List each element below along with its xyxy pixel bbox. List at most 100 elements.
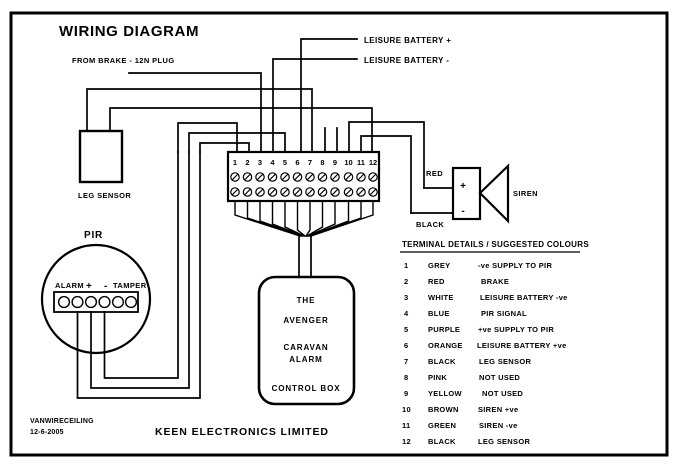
drawing-reference: VANWIRECEILING: [30, 418, 94, 425]
pir-terminal-hole: [111, 295, 125, 309]
terminal-table-colour: BLACK: [428, 357, 456, 366]
wire-from-brake: [128, 72, 262, 153]
terminal-table-colour: RED: [428, 277, 445, 286]
terminal-screw: [292, 172, 303, 182]
terminal-table-colour: PINK: [428, 373, 447, 382]
terminal-table-function: +ve SUPPLY TO PIR: [478, 325, 554, 334]
terminal-number: 11: [357, 158, 365, 167]
terminal-table-colour: BROWN: [428, 405, 459, 414]
pir-terminal-hole: [98, 295, 111, 309]
terminal-number: 8: [320, 158, 324, 167]
wire-leisure-battery-positive: [300, 38, 358, 153]
wire-pir-alarm: [76, 151, 201, 399]
pir-terminal-hole: [124, 295, 138, 309]
terminal-block-body: [226, 150, 381, 203]
terminal-screw: [343, 187, 354, 197]
terminal-table-function: LEISURE BATTERY -ve: [480, 293, 568, 302]
table-row: 11 GREEN SIREN -ve: [402, 421, 517, 430]
wire-pir-plus: [90, 151, 190, 389]
pir-label: PIR: [84, 230, 103, 241]
terminal-screw: [356, 187, 366, 197]
pir-body: [40, 243, 152, 355]
table-row: 9 YELLOW NOT USED: [404, 389, 523, 398]
terminal-table-function: SIREN +ve: [478, 405, 518, 414]
terminal-table-colour: BLACK: [428, 437, 456, 446]
terminal-table-number: 12: [402, 437, 411, 446]
terminal-screw: [317, 172, 328, 182]
leg-sensor-body: [78, 129, 124, 184]
control-box-line-4: ALARM: [289, 355, 322, 364]
from-brake-label: FROM BRAKE - 12N PLUG: [72, 56, 175, 65]
drawing-date: 12-6-2005: [30, 429, 64, 436]
siren-positive-terminal-label: +: [460, 181, 466, 192]
siren-negative-terminal-label: -: [461, 206, 464, 217]
terminal-number: 3: [258, 158, 262, 167]
terminal-number: 10: [344, 158, 352, 167]
wire-leg-sensor-b: [109, 107, 373, 153]
pir-alarm-label: ALARM: [55, 281, 84, 290]
page-title: WIRING DIAGRAM: [59, 23, 199, 40]
terminal-table-number: 1: [404, 261, 408, 270]
terminal-screw: [368, 187, 378, 197]
table-row: 5 PURPLE +ve SUPPLY TO PIR: [404, 325, 554, 334]
terminal-table-number: 11: [402, 421, 411, 430]
terminal-table-number: 2: [404, 277, 408, 286]
leisure-battery-negative-label: LEISURE BATTERY -: [364, 56, 449, 65]
terminal-number: 7: [308, 158, 312, 167]
pir-plus-label: +: [86, 281, 92, 292]
terminal-table-function: LEG SENSOR: [478, 437, 530, 446]
table-row: 3 WHITE LEISURE BATTERY -ve: [404, 293, 568, 302]
terminal-screw: [305, 172, 315, 182]
terminal-screw: [267, 187, 278, 197]
terminal-screw: [330, 187, 340, 197]
terminal-table-colour: BLUE: [428, 309, 450, 318]
siren-body: [451, 166, 482, 221]
table-row: 8 PINK NOT USED: [404, 373, 520, 382]
terminal-table-function: LEG SENSOR: [479, 357, 531, 366]
terminal-screw: [242, 172, 253, 182]
terminal-number: 6: [295, 158, 299, 167]
terminal-number: 2: [245, 158, 249, 167]
siren-label: SIREN: [513, 189, 538, 198]
terminal-screw: [255, 172, 265, 182]
terminal-fanout-harness: [234, 200, 374, 237]
terminal-block-numbers: 1 2 3 4 5 6 7 8 9 10 11 12: [233, 158, 377, 167]
terminal-screw: [305, 187, 315, 197]
pir-terminal-strip: [53, 291, 139, 313]
terminal-screw: [280, 172, 290, 182]
terminal-table-number: 4: [404, 309, 409, 318]
wire-pir-to-terminal-4: [188, 132, 286, 153]
table-row: 7 BLACK LEG SENSOR: [404, 357, 531, 366]
terminal-table-colour: ORANGE: [428, 341, 463, 350]
wire-pir-signal: [103, 151, 179, 379]
terminal-screw: [343, 172, 354, 182]
terminal-screw: [242, 187, 253, 197]
wire-siren-negative-to-terminal-11: [360, 135, 412, 214]
terminal-number: 1: [233, 158, 237, 167]
control-box-line-2: AVENGER: [283, 316, 328, 325]
leisure-battery-positive-label: LEISURE BATTERY +: [364, 36, 451, 45]
siren-black-wire-label: BLACK: [416, 220, 444, 229]
terminal-screw: [267, 172, 278, 182]
diagram-border-frame: [9, 11, 669, 457]
table-row: 12 BLACK LEG SENSOR: [402, 437, 530, 446]
table-row: 1 GREY -ve SUPPLY TO PIR: [404, 261, 552, 270]
terminal-screw: [230, 187, 240, 197]
terminal-table-function: -ve SUPPLY TO PIR: [478, 261, 552, 270]
table-row: 2 RED BRAKE: [404, 277, 509, 286]
wire-leisure-battery-negative: [272, 58, 358, 153]
control-box-line-5: CONTROL BOX: [272, 384, 341, 393]
pir-tamper-label: TAMPER: [113, 281, 147, 290]
terminal-table-number: 7: [404, 357, 408, 366]
control-box-line-1: THE: [297, 296, 316, 305]
terminal-table-function: BRAKE: [481, 277, 509, 286]
terminal-number: 5: [283, 158, 287, 167]
wire-leg-sensor-a: [86, 88, 313, 153]
table-row: 6 ORANGE LEISURE BATTERY +ve: [404, 341, 566, 350]
terminal-table-number: 9: [404, 389, 408, 398]
terminal-screw: [230, 172, 240, 182]
terminal-screw: [292, 187, 303, 197]
terminal-table-function: NOT USED: [482, 389, 523, 398]
terminal-table-colour: GREY: [428, 261, 450, 270]
